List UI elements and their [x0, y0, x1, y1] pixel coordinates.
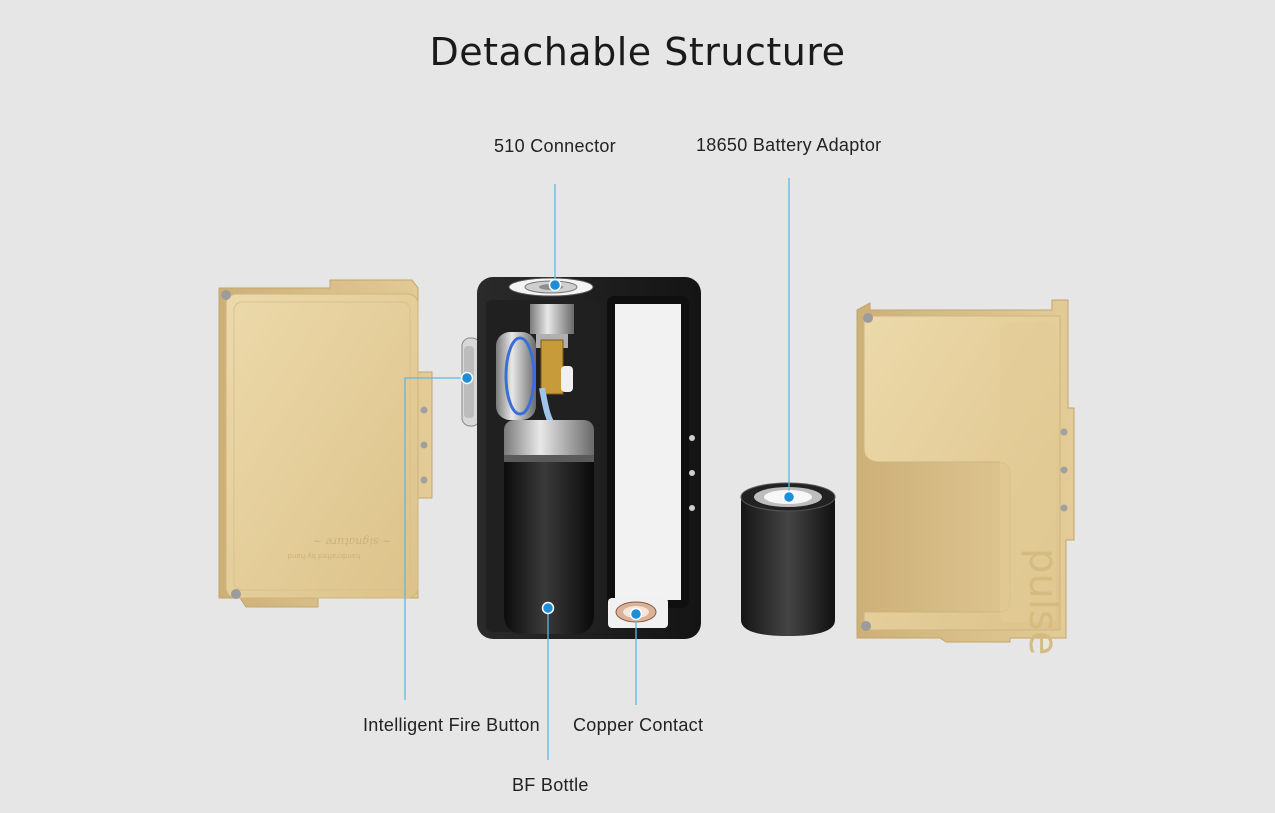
label-510-connector: 510 Connector: [494, 136, 616, 156]
callout-dots: [460, 278, 796, 621]
label-bf-bottle: BF Bottle: [512, 775, 589, 795]
left-side-panel: ~ signature ~ handcrafted by hand: [218, 279, 433, 608]
label-battery-adaptor: 18650 Battery Adaptor: [696, 135, 882, 155]
dot-fire-button: [460, 371, 474, 385]
dot-copper-contact: [629, 607, 643, 621]
page-title: Detachable Structure: [429, 30, 846, 74]
right-side-panel: pulse: [856, 299, 1075, 655]
label-fire-button: Intelligent Fire Button: [363, 715, 540, 735]
svg-text:~ signature ~: ~ signature ~: [313, 535, 392, 548]
dot-bf-bottle: [541, 601, 555, 615]
svg-text:handcrafted by hand: handcrafted by hand: [287, 552, 360, 560]
battery-adaptor: [740, 482, 836, 636]
label-copper-contact: Copper Contact: [573, 715, 704, 735]
bf-bottle: [504, 420, 594, 634]
pulse-logo: pulse: [1020, 548, 1066, 655]
callout-lines: [404, 178, 790, 760]
dot-connector: [548, 278, 562, 292]
line-fire-button: [404, 377, 467, 700]
internal-coil-screw: [496, 332, 573, 432]
dot-battery-adaptor: [782, 490, 796, 504]
